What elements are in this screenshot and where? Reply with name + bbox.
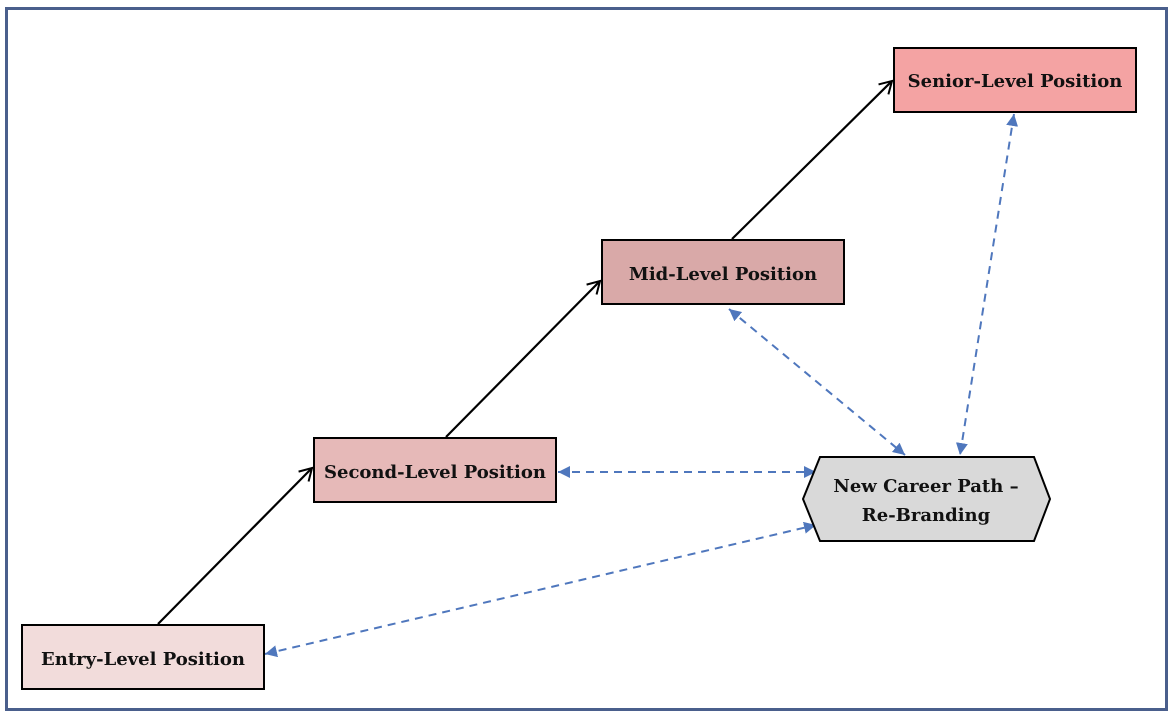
- dashed-arrow-entry-new-path: [264, 521, 817, 658]
- node-entry-level: Entry-Level Position: [21, 624, 265, 690]
- node-mid-level-label: Mid-Level Position: [629, 264, 817, 285]
- dashed-arrow-mid-new-path: [728, 308, 906, 456]
- arrow-entry-to-second: [157, 466, 314, 625]
- arrow-second-to-mid: [445, 279, 602, 438]
- node-mid-level: Mid-Level Position: [601, 239, 845, 305]
- node-new-career-path-label-line2: Re-Branding: [862, 505, 991, 526]
- node-senior-level: Senior-Level Position: [893, 47, 1137, 113]
- node-senior-level-label: Senior-Level Position: [908, 71, 1123, 92]
- dashed-arrow-senior-new-path: [955, 113, 1019, 456]
- node-new-career-path: New Career Path – Re-Branding: [801, 456, 1052, 542]
- node-second-level: Second-Level Position: [313, 437, 557, 503]
- arrow-mid-to-senior: [731, 79, 894, 240]
- node-second-level-label: Second-Level Position: [324, 462, 546, 483]
- node-entry-level-label: Entry-Level Position: [41, 649, 245, 670]
- node-new-career-path-label-line1: New Career Path –: [833, 476, 1018, 497]
